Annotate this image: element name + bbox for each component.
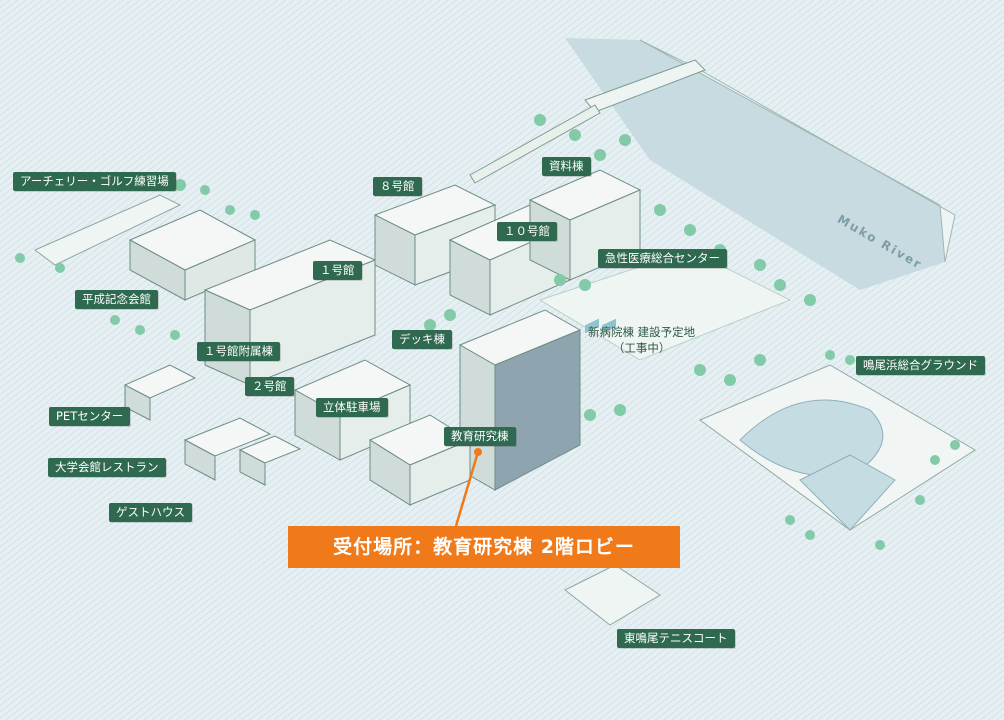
label-archery-golf[interactable]: アーチェリー・ゴルフ練習場 bbox=[13, 172, 176, 191]
construction-site-line-2: （工事中） bbox=[612, 341, 671, 355]
label-parking-structure[interactable]: 立体駐車場 bbox=[316, 398, 388, 417]
label-emergency-center[interactable]: 急性医療総合センター bbox=[598, 249, 727, 268]
ground-baseball bbox=[799, 454, 896, 531]
construction-site-label: 新病院棟 建設予定地 （工事中） bbox=[588, 324, 695, 356]
railway-line bbox=[469, 104, 601, 184]
buildings bbox=[123, 169, 642, 506]
label-university-restaurant[interactable]: 大学会館レストラン bbox=[48, 458, 166, 477]
construction-site-line-1: 新病院棟 建設予定地 bbox=[588, 325, 696, 339]
label-building-1-annex[interactable]: １号館附属棟 bbox=[197, 342, 280, 361]
label-naruohama-ground[interactable]: 鳴尾浜総合グラウンド bbox=[856, 356, 985, 375]
label-heisei-hall[interactable]: 平成記念会館 bbox=[75, 290, 158, 309]
callout-leader-line bbox=[454, 451, 480, 527]
label-education-research[interactable]: 教育研究棟 bbox=[444, 427, 516, 446]
river bbox=[565, 38, 945, 290]
reception-callout: 受付場所：教育研究棟 2階ロビー bbox=[288, 526, 680, 568]
label-tennis-court[interactable]: 東鳴尾テニスコート bbox=[617, 629, 735, 648]
label-pet-center[interactable]: PETセンター bbox=[49, 407, 131, 426]
archery-range bbox=[34, 194, 182, 266]
label-guesthouse[interactable]: ゲストハウス bbox=[109, 503, 192, 522]
label-building-2[interactable]: ２号館 bbox=[245, 377, 294, 396]
trees bbox=[15, 114, 960, 550]
label-building-8[interactable]: ８号館 bbox=[373, 177, 422, 196]
label-archive-building[interactable]: 資料棟 bbox=[542, 157, 591, 176]
tennis-area bbox=[564, 564, 661, 626]
tennis-court-1 bbox=[585, 318, 599, 334]
location-pin bbox=[474, 448, 482, 456]
label-building-10[interactable]: １０号館 bbox=[497, 222, 557, 241]
tennis-court-2 bbox=[602, 318, 616, 334]
label-building-1[interactable]: １号館 bbox=[313, 261, 362, 280]
label-deck-building[interactable]: デッキ棟 bbox=[392, 330, 452, 349]
